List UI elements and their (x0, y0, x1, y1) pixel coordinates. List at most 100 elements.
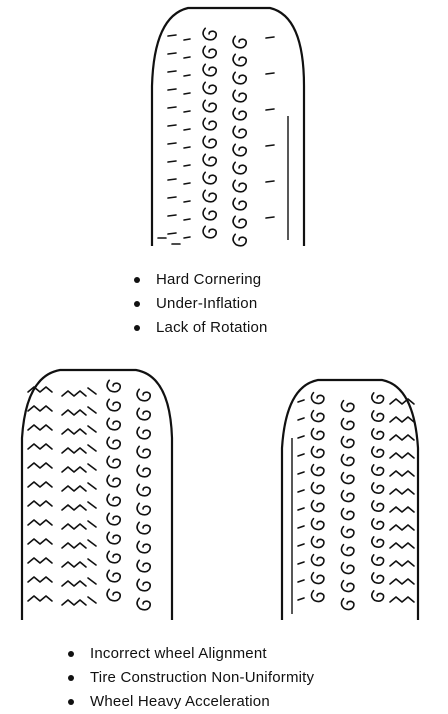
tread-lug (310, 535, 325, 549)
tread-sipe (183, 74, 191, 77)
tread-lug (202, 81, 218, 95)
tread-lug (202, 117, 218, 131)
cause-label: Incorrect wheel Alignment (90, 645, 267, 662)
tread-lug (371, 428, 385, 441)
tread-lug (371, 464, 385, 477)
tread-feather (61, 599, 87, 606)
tread-lug (232, 89, 248, 103)
tread-feather (27, 462, 53, 469)
tread-sipe (183, 146, 191, 149)
tread-sipe (183, 218, 191, 221)
tread-lug (310, 589, 325, 603)
cause-label: Under-Inflation (156, 295, 258, 312)
cause-item: Hard Cornering (130, 268, 268, 292)
tread-sipe (183, 236, 191, 239)
tread-feather (389, 542, 415, 549)
tread-lug (136, 540, 152, 554)
tread-sipe (167, 106, 177, 109)
tread-lug (232, 179, 248, 193)
tread-lug (310, 445, 325, 459)
tread-lug (106, 493, 122, 507)
tread-sipe (183, 92, 191, 95)
tread-lug (310, 391, 325, 405)
tread-lug (310, 553, 325, 567)
tread-lug (371, 536, 385, 549)
tread-lug (340, 597, 355, 611)
tread-sipe (167, 88, 177, 91)
cause-label: Tire Construction Non-Uniformity (90, 669, 315, 686)
tread-lug (340, 579, 355, 593)
tread-sipe (183, 128, 191, 131)
tread-sipe (297, 399, 305, 403)
cause-item: Under-Inflation (130, 292, 268, 316)
tread-lug (136, 578, 152, 592)
tread-sipe (167, 178, 177, 181)
tread-lug (310, 571, 325, 585)
tread-sipe (297, 525, 305, 529)
tread-lug (106, 569, 122, 583)
tread-sipe (167, 34, 177, 37)
causes-list-bottom: Incorrect wheel Alignment Tire Construct… (64, 642, 314, 714)
tread-sipe (297, 561, 305, 565)
tread-sipe (167, 142, 177, 145)
tread-sipe (297, 543, 305, 547)
tread-lug (340, 453, 355, 467)
tire-outline (280, 378, 420, 620)
tread-sipe (297, 579, 305, 583)
tread-sipe (297, 417, 305, 421)
tread-feather (389, 524, 415, 531)
tread-lug (106, 550, 122, 564)
tread-lug (202, 153, 218, 167)
tread-lug (136, 521, 152, 535)
tread-lug (232, 215, 248, 229)
tread-lug (136, 464, 152, 478)
tread-lug (136, 597, 152, 611)
tread-feather (389, 470, 415, 477)
causes-list-top: Hard Cornering Under-Inflation Lack of R… (130, 268, 268, 340)
tread-lug (371, 500, 385, 513)
tread-sipe (167, 214, 177, 217)
tire-outline (150, 6, 306, 246)
tread-lug (202, 99, 218, 113)
tread-sipe (167, 160, 177, 163)
tread-feather (61, 390, 87, 397)
tire-outline (20, 368, 174, 620)
tread-sipe (297, 489, 305, 493)
tread-feather (61, 561, 87, 568)
tread-lug (340, 417, 355, 431)
bullet-icon (68, 699, 74, 705)
tread-lug (136, 388, 152, 402)
tread-lug (371, 482, 385, 495)
tread-lug (310, 409, 325, 423)
tread-lug (106, 436, 122, 450)
tread-sipe (87, 482, 97, 490)
tread-sipe (265, 180, 275, 183)
tread-lug (106, 455, 122, 469)
tread-sipe (167, 232, 177, 235)
tread-lug (202, 171, 218, 185)
tread-feather (389, 416, 415, 423)
tread-lug (232, 35, 248, 49)
cause-label: Wheel Heavy Acceleration (90, 693, 270, 710)
tread-lug (340, 507, 355, 521)
tread-lug (340, 489, 355, 503)
tread-feather (389, 596, 415, 603)
tread-lug (371, 392, 385, 405)
cause-item: Tire Construction Non-Uniformity (64, 666, 314, 690)
tread-lug (232, 107, 248, 121)
tread-lug (232, 161, 248, 175)
tread-sipe (265, 144, 275, 147)
cause-item: Lack of Rotation (130, 316, 268, 340)
tread-feather (61, 504, 87, 511)
tire-tread-illustration-right (280, 378, 420, 620)
tread-sipe (87, 444, 97, 452)
tread-sipe (167, 70, 177, 73)
tread-feather (27, 576, 53, 583)
tread-lug (340, 543, 355, 557)
tread-lug (232, 143, 248, 157)
tread-lug (340, 399, 355, 413)
tread-lug (136, 483, 152, 497)
bullet-icon (68, 675, 74, 681)
tire-tread-illustration-left (20, 368, 174, 620)
tread-lug (202, 135, 218, 149)
